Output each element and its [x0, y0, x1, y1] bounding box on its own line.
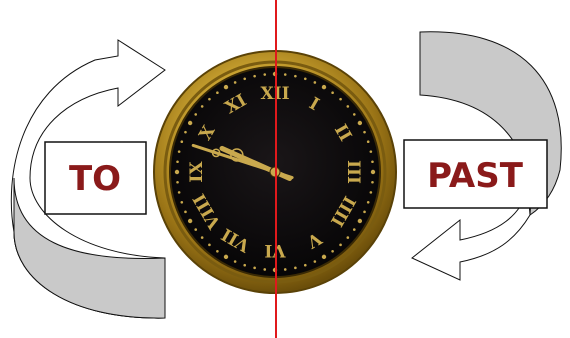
minute-dot	[353, 113, 356, 116]
minute-dot	[370, 150, 373, 153]
minute-dot	[175, 170, 179, 174]
minute-dot	[176, 160, 179, 163]
minute-dot	[331, 250, 334, 253]
minute-dot	[284, 268, 287, 271]
minute-dot	[184, 131, 187, 134]
minute-dot	[216, 91, 219, 94]
minute-dot	[347, 236, 350, 239]
minute-dot	[208, 98, 211, 101]
minute-dot	[234, 260, 237, 263]
minute-dot	[201, 105, 204, 108]
minute-dot	[253, 267, 256, 270]
minute-dot	[371, 160, 374, 163]
label-past-text: PAST	[427, 156, 524, 196]
minute-dot	[371, 170, 375, 174]
clock-numeral: IX	[187, 161, 207, 183]
minute-dot	[322, 85, 326, 89]
minute-dot	[322, 255, 326, 259]
minute-dot	[294, 267, 297, 270]
clock-numeral: III	[343, 160, 363, 184]
minute-dot	[243, 264, 246, 267]
minute-dot	[178, 191, 181, 194]
minute-dot	[194, 228, 197, 231]
minute-dot	[234, 81, 237, 84]
minute-dot	[363, 211, 366, 214]
minute-dot	[370, 191, 373, 194]
minute-dot	[284, 73, 287, 76]
minute-dot	[243, 77, 246, 80]
minute-dot	[314, 81, 317, 84]
minute-dot	[180, 140, 183, 143]
minute-dot	[194, 113, 197, 116]
minute-dot	[201, 236, 204, 239]
minute-dot	[339, 244, 342, 247]
minute-dot	[363, 131, 366, 134]
minute-dot	[371, 181, 374, 184]
minute-dot	[176, 181, 179, 184]
minute-dot	[224, 255, 228, 259]
label-to: TO	[45, 142, 146, 214]
label-past: PAST	[404, 140, 547, 208]
minute-dot	[253, 75, 256, 78]
minute-dot	[208, 244, 211, 247]
minute-dot	[224, 85, 228, 89]
minute-dot	[304, 77, 307, 80]
minute-dot	[339, 98, 342, 101]
minute-dot	[358, 219, 362, 223]
minute-dot	[331, 91, 334, 94]
minute-dot	[180, 201, 183, 204]
minute-dot	[294, 75, 297, 78]
minute-dot	[353, 228, 356, 231]
minute-dot	[314, 260, 317, 263]
minute-dot	[367, 201, 370, 204]
minute-dot	[304, 264, 307, 267]
minute-dot	[188, 121, 192, 125]
minute-dot	[367, 140, 370, 143]
minute-dot	[188, 219, 192, 223]
minute-dot	[216, 250, 219, 253]
minute-dot	[184, 211, 187, 214]
minute-dot	[263, 73, 266, 76]
minute-dot	[263, 268, 266, 271]
minute-dot	[358, 121, 362, 125]
minute-dot	[347, 105, 350, 108]
label-to-text: TO	[69, 159, 121, 199]
minute-dot	[178, 150, 181, 153]
